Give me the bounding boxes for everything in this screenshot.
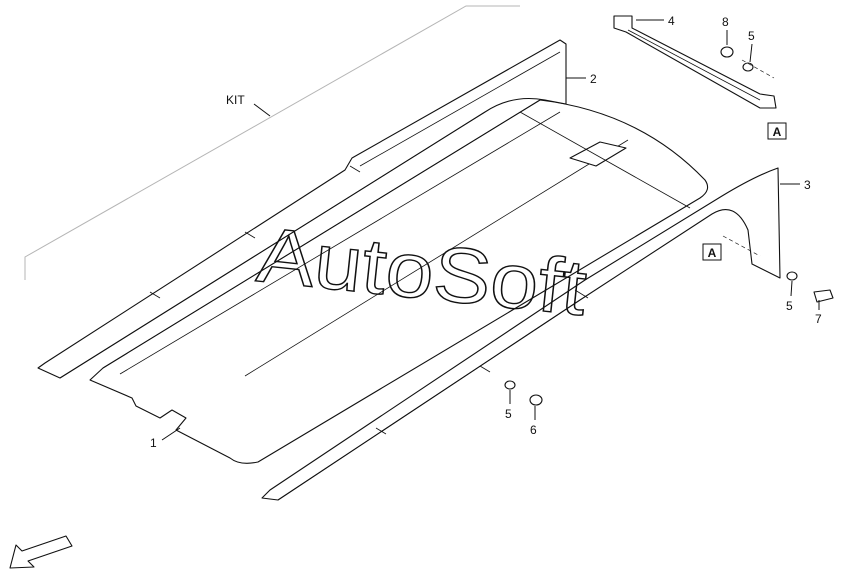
washer-5-right (786, 271, 798, 281)
callout-2: 2 (590, 72, 597, 86)
kit-label: KIT (226, 93, 245, 107)
detail-ref-a-middle: A (708, 246, 717, 260)
callouts: 2 3 4 8 5 5 7 5 6 1 (150, 14, 822, 450)
callout-4: 4 (668, 14, 675, 28)
callout-5-right: 5 (786, 299, 793, 313)
part-4-bracket-strip (613, 15, 777, 109)
kit-leader (253, 103, 271, 117)
callout-6: 6 (530, 423, 537, 437)
part-3-right-side-rail (261, 167, 781, 501)
bolt-7 (813, 289, 834, 303)
callout-5-top: 5 (748, 29, 755, 43)
arrow-down-left-icon (9, 535, 73, 569)
nut-6 (529, 394, 543, 406)
hardware (504, 46, 834, 406)
leader-lines (161, 19, 820, 441)
callout-8: 8 (722, 15, 729, 29)
washer-5-bottom (504, 380, 516, 390)
callout-3: 3 (804, 178, 811, 192)
callout-7: 7 (815, 312, 822, 326)
callout-5-bottom: 5 (505, 407, 512, 421)
detail-ref-top: A (767, 122, 787, 140)
detail-ref-a-top: A (773, 125, 782, 139)
detail-ref-middle: A (702, 243, 722, 261)
part-1-floor-panel (89, 99, 709, 464)
kit-outline (24, 5, 520, 280)
callout-1: 1 (150, 436, 157, 450)
washer-5-top (742, 62, 754, 72)
part-2-left-side-rail (37, 39, 567, 379)
nut-8 (720, 46, 734, 58)
detail-a-links (722, 59, 775, 257)
